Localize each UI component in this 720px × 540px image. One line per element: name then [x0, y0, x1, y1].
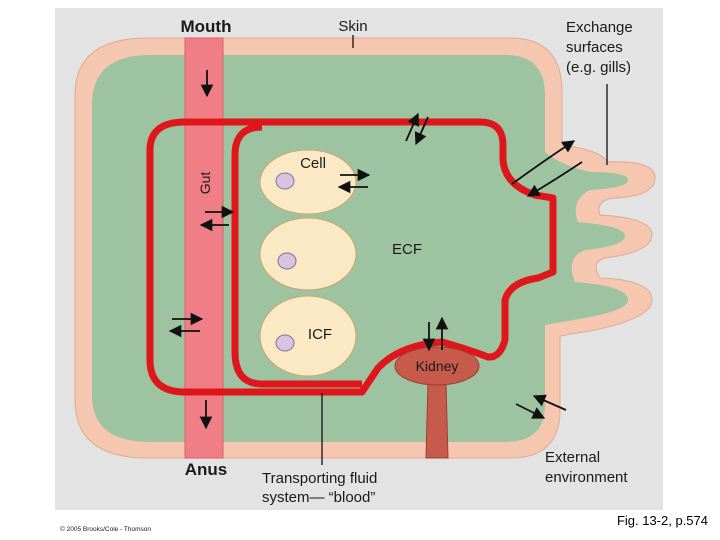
gut-label: Gut [197, 172, 213, 195]
arrow-vessel-up [405, 112, 420, 142]
figure-caption: Fig. 13-2, p.574 [616, 513, 708, 528]
kidney-organ [394, 346, 480, 386]
cell-bottom [259, 295, 357, 377]
arrow-gill-out [511, 140, 576, 185]
transport-label-line1: Transporting fluid [262, 470, 377, 487]
nucleus-top [275, 172, 295, 190]
mouth-label: Mouth [181, 17, 232, 36]
blood-vessel-outer [146, 118, 557, 396]
arrow-skin-in [532, 394, 567, 411]
body-fluid-ecf [92, 55, 628, 442]
copyright-text: © 2005 Brooks/Cole - Thomson [60, 525, 151, 533]
skin-label: Skin [338, 18, 367, 35]
cell-group [259, 149, 357, 377]
cell-middle [259, 217, 357, 291]
gut-tube [184, 37, 224, 459]
arrow-skin-out [515, 403, 546, 419]
kidney-label: Kidney [416, 358, 459, 374]
blood-vessel-inner [231, 123, 362, 388]
kidney-duct [425, 381, 449, 459]
icf-label: ICF [308, 326, 332, 343]
anus-label: Anus [185, 460, 228, 479]
exchange-label-line3: (e.g. gills) [566, 59, 631, 76]
arrow-vessel-down [414, 116, 429, 146]
exchange-arrows [168, 70, 583, 430]
leader-lines [321, 35, 608, 465]
nucleus-middle [277, 252, 297, 270]
arrow-gill-in [526, 161, 583, 197]
nucleus-bottom [275, 334, 295, 352]
transport-label-line2: system— “blood” [262, 489, 375, 506]
blood-vessel-loop [146, 118, 557, 396]
cell-label: Cell [300, 155, 326, 172]
cell-top [259, 149, 357, 215]
external-label-line2: environment [545, 469, 628, 486]
external-label-line1: External [545, 449, 600, 466]
ecf-label: ECF [392, 241, 422, 258]
exchange-label-line2: surfaces [566, 39, 623, 56]
exchange-label-line1: Exchange [566, 19, 633, 36]
